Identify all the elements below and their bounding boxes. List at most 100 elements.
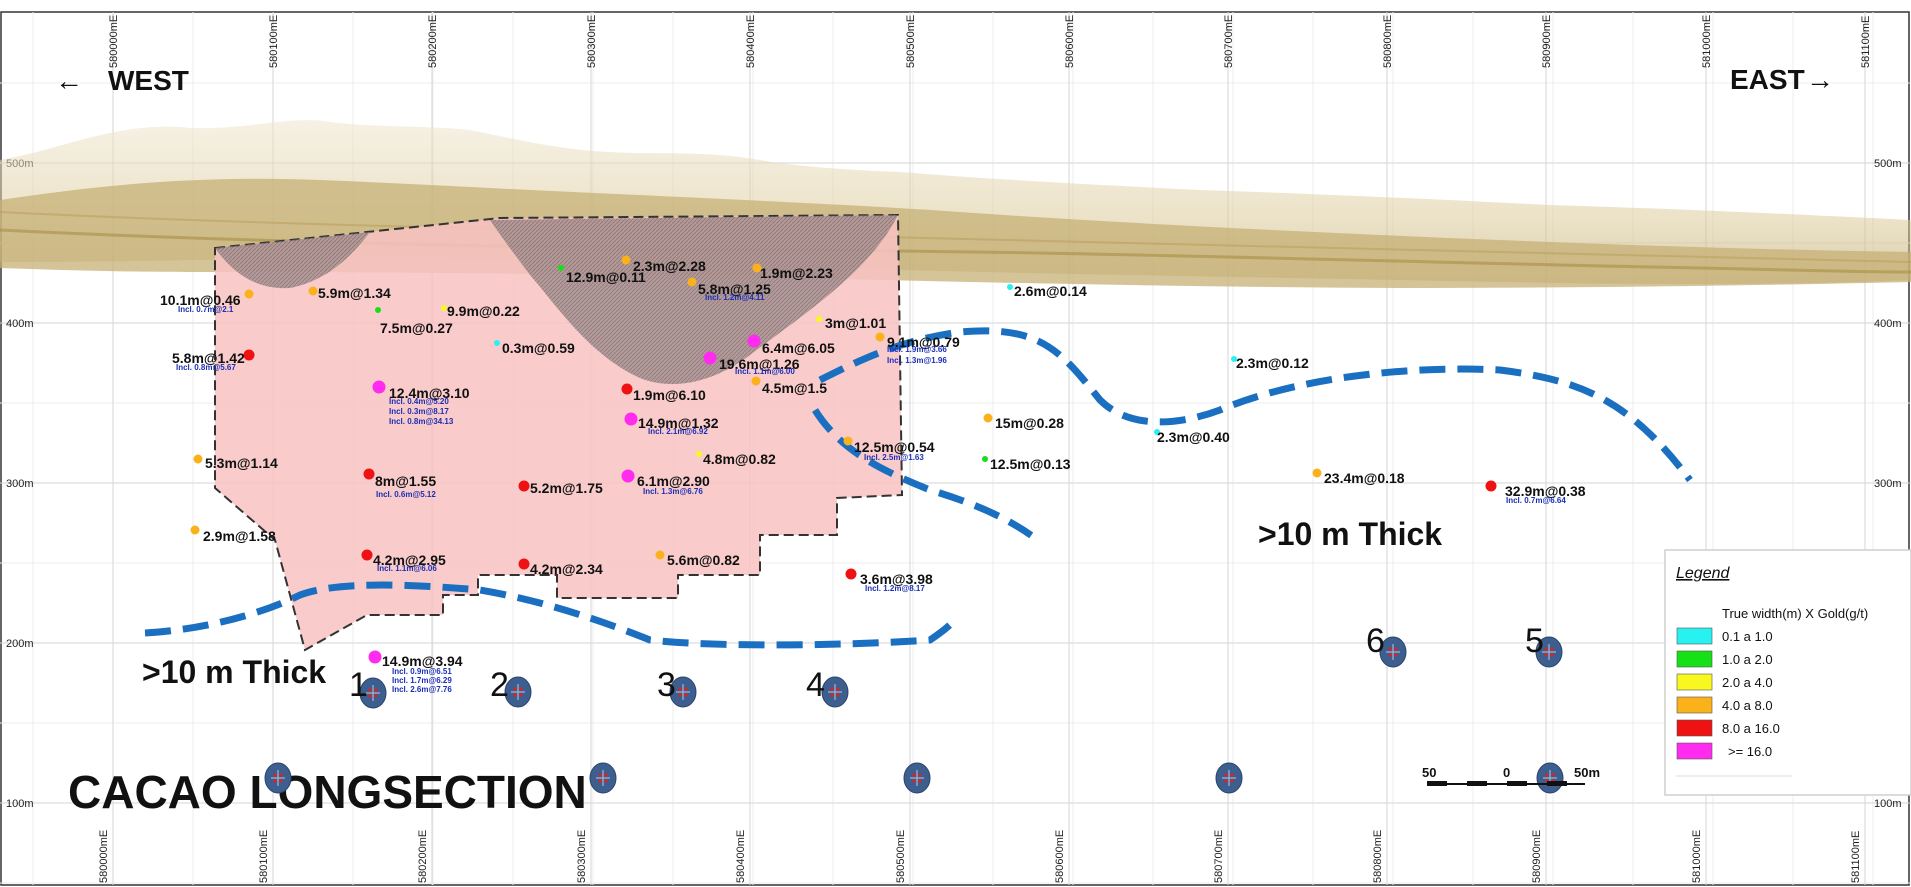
intercept-label: 5.6m@0.82 xyxy=(667,552,740,568)
thickness-label-west: >10 m Thick xyxy=(142,654,326,690)
intercept-incl: Incl. 1.9m@3.66 xyxy=(887,345,947,354)
drill-intercept: 12.9m@0.11 xyxy=(558,265,646,285)
drill-intercept: 23.4m@0.18 xyxy=(1312,468,1405,486)
drill-collar-icon xyxy=(589,762,617,794)
elevation-label: 400m xyxy=(1874,318,1902,330)
thickness-contours xyxy=(144,327,1693,649)
elevation-label: 300m xyxy=(6,478,34,490)
easting-label: 580200mE xyxy=(417,830,429,883)
intercept-incl: Incl. 1.2m@8.17 xyxy=(865,584,925,593)
intercept-label: 7.5m@0.27 xyxy=(380,320,453,336)
easting-label: 580100mE xyxy=(268,15,280,68)
thickness-label-east: >10 m Thick xyxy=(1258,516,1442,552)
legend-title: Legend xyxy=(1676,565,1730,582)
easting-label: 580700mE xyxy=(1223,15,1235,68)
legend-item-label: >= 16.0 xyxy=(1728,744,1772,759)
scale-right-label: 50m xyxy=(1574,765,1600,780)
easting-label: 581100mE xyxy=(1860,16,1872,68)
intercept-label: 2.9m@1.58 xyxy=(203,528,276,544)
legend-item-label: 2.0 a 4.0 xyxy=(1722,675,1773,690)
intercept-dot xyxy=(816,316,822,322)
intercept-label: 23.4m@0.18 xyxy=(1324,470,1405,486)
legend-item-label: 4.0 a 8.0 xyxy=(1722,698,1773,713)
legend-swatch xyxy=(1676,650,1713,668)
intercept-label: 5.9m@1.34 xyxy=(318,285,391,301)
intercept-incl: Incl. 0.8m@5.67 xyxy=(176,363,236,372)
scale-bar: 50 0 50m xyxy=(1422,765,1600,786)
intercept-label: 1.9m@6.10 xyxy=(633,387,706,403)
drill-collar-icon xyxy=(821,676,849,708)
drill-collar-icon xyxy=(903,762,931,794)
intercept-dot xyxy=(368,650,382,664)
drill-collar-icon xyxy=(1215,762,1243,794)
intercept-label: 2.3m@2.28 xyxy=(633,258,706,274)
intercept-dot xyxy=(751,376,761,386)
intercept-incl: Incl. 1.7m@6.29 xyxy=(392,676,452,685)
drill-intercept: 4.8m@0.82 xyxy=(696,451,776,467)
intercept-incl: Incl. 2.1m@6.92 xyxy=(648,427,708,436)
intercept-label: 4.2m@2.95 xyxy=(373,552,446,568)
intercept-label: 4.5m@1.5 xyxy=(762,380,827,396)
east-arrow-icon: → xyxy=(1806,64,1834,95)
intercept-dot xyxy=(1485,480,1497,492)
intercept-label: 9.1m@0.79 xyxy=(887,334,960,350)
intercept-dot xyxy=(655,550,665,560)
intercept-incl: Incl. 0.9m@6.51 xyxy=(392,667,452,676)
drill-intercept: 1.9m@6.10 xyxy=(621,383,706,403)
hole-number: 4 xyxy=(806,666,825,704)
intercept-dot xyxy=(372,380,386,394)
easting-label: 581100mE xyxy=(1850,831,1862,883)
easting-label: 580500mE xyxy=(895,830,907,883)
intercept-label: 6.4m@6.05 xyxy=(762,340,835,356)
easting-label: 580700mE xyxy=(1213,830,1225,883)
elevation-label: 400m xyxy=(6,318,34,330)
intercept-incl: Incl. 2.6m@7.76 xyxy=(392,685,452,694)
intercept-dot xyxy=(982,456,988,462)
drill-collars xyxy=(264,636,1564,794)
drill-collar-icon xyxy=(504,676,532,708)
hole-number: 3 xyxy=(657,666,676,704)
intercept-dot xyxy=(752,263,762,273)
easting-label: 580900mE xyxy=(1541,15,1553,68)
drill-collar-icon xyxy=(1379,636,1407,668)
intercept-dot xyxy=(190,525,200,535)
intercept-label: 5.3m@1.14 xyxy=(205,455,278,471)
easting-label: 580400mE xyxy=(735,830,747,883)
drill-intercept: 5.9m@1.34 xyxy=(308,285,391,301)
intercept-dot xyxy=(518,558,530,570)
intercept-label: 1.9m@2.23 xyxy=(760,265,833,281)
intercept-label: 3.6m@3.98 xyxy=(860,571,933,587)
map-frame xyxy=(0,11,1910,886)
drill-intercept: 15m@0.28 xyxy=(983,413,1064,431)
easting-label: 580000mE xyxy=(108,15,120,68)
intercept-incl: Incl. 0.7m@6.64 xyxy=(1506,496,1566,505)
intercept-label: 10.1m@0.46 xyxy=(160,292,241,308)
easting-label: 580000mE xyxy=(98,830,110,883)
intercept-dot xyxy=(747,334,761,348)
drill-intercept: 12.5m@0.13 xyxy=(982,456,1071,472)
easting-label: 580400mE xyxy=(745,15,757,68)
intercept-dot xyxy=(1007,284,1013,290)
drill-collar-icon xyxy=(1535,636,1563,668)
easting-label: 581000mE xyxy=(1701,15,1713,68)
drill-intercept: 5.3m@1.14 xyxy=(193,454,278,471)
easting-label: 580300mE xyxy=(576,830,588,883)
intercept-incl: Incl. 0.4m@5.20 xyxy=(389,397,449,406)
drill-collar-icon xyxy=(669,676,697,708)
drill-intercept: 7.5m@0.27 xyxy=(375,307,453,336)
intercept-dot xyxy=(308,286,318,296)
easting-label: 580300mE xyxy=(586,15,598,68)
intercept-dot xyxy=(193,454,203,464)
drill-intercept: 4.5m@1.5 xyxy=(751,376,827,396)
intercept-dot xyxy=(983,413,993,423)
intercept-dot xyxy=(843,436,853,446)
legend-swatch xyxy=(1676,627,1713,645)
intercept-dot xyxy=(375,307,381,313)
